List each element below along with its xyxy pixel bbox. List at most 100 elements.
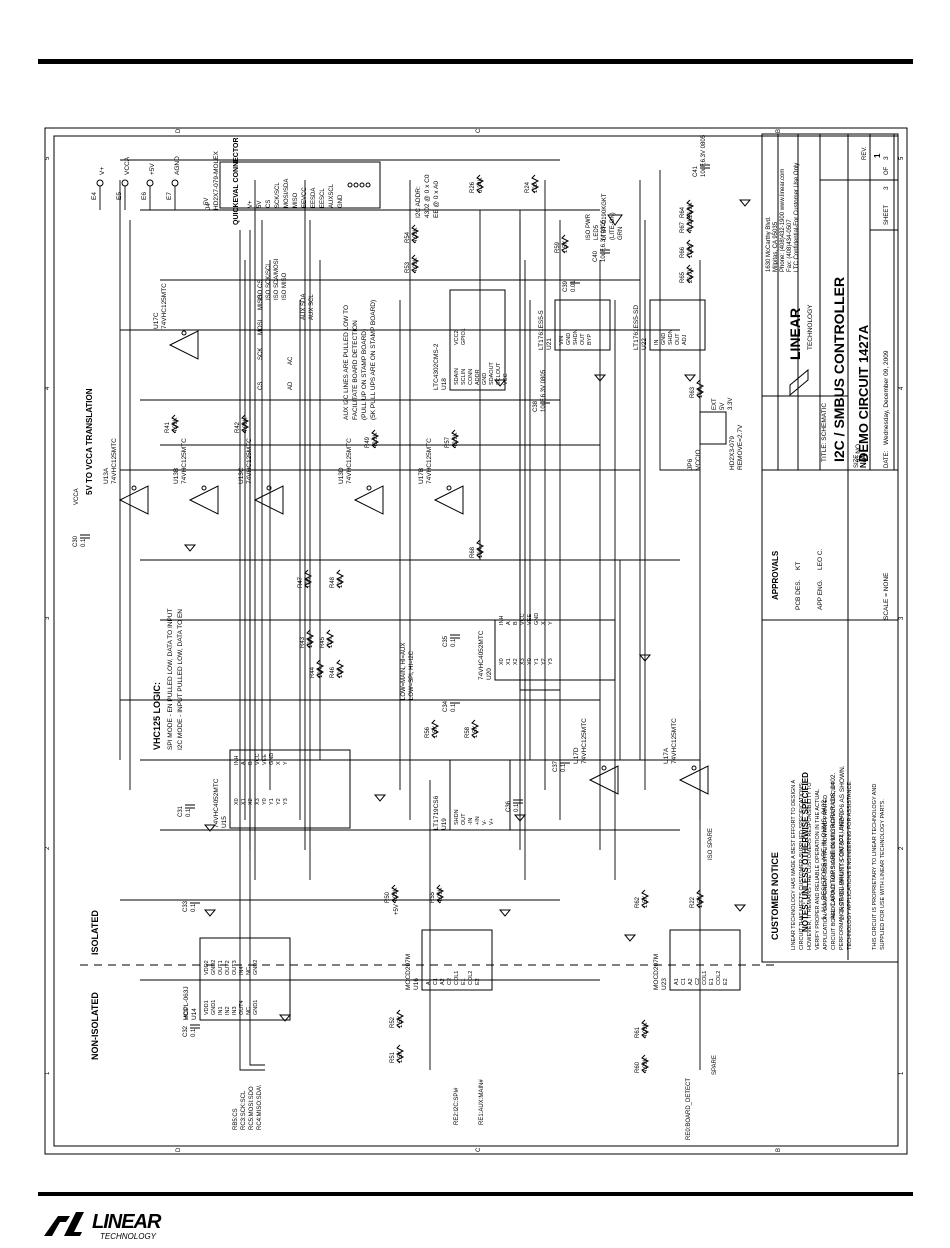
aux-note-line: AUX I2C LINES ARE PULLED LOW TO [343,305,350,420]
size-label: SIZE [854,455,860,468]
chip-pin-label: VCC [520,613,526,625]
net-label: SCK [258,348,264,360]
chip-u18-part: LTC4302CMS-2 [433,343,440,390]
chip-pin-label: SCLIN [461,369,467,385]
resistor-r67 [685,214,695,234]
capacitor-value: 0.1 [186,808,192,817]
chip-pin-label: OUT1 [218,960,224,975]
customer-notice-line: PERFORMANCE OR RELIABILITY. CONTACT LINE… [839,813,845,950]
chip-pin-label: E2 [475,978,481,985]
chip-pin-label: B [513,621,519,625]
capacitor-value: 0.1 [451,703,457,712]
terminal-icon [171,179,179,187]
resistor-r62 [640,889,650,909]
connector-pin: EESDA [311,188,317,208]
resistor-ref: R50 [385,891,391,903]
net-label-left: RC4:MISO:SDA\ [257,1085,263,1130]
net-label: VCC [184,1007,190,1020]
chip-pin-label: -IN [468,818,474,825]
chip-pin-label: C1 [433,978,439,985]
resistor-value: 10K [318,667,324,678]
capacitor-ref: C38 [533,400,539,412]
resistor-r55 [435,884,445,904]
resistor-r51 [395,1044,405,1064]
chip-pin-label: X2 [513,658,519,665]
buffer-u17c-enable [181,330,187,336]
chip-pin-label: SDAOUT [489,361,495,385]
aux-note-line: (PULL UP ON STAMP BOARD) [361,329,368,420]
of-label: OF [884,166,890,175]
chip-u22-ref: U22 [641,338,648,350]
net-label: ISO SCK/SCL [266,262,272,300]
title-label: TITLE: SCHEMATIC [821,403,828,462]
net-label: AD [288,381,294,390]
jumper-net: VCCIO [695,449,702,470]
resistor-r43 [305,629,315,649]
chip-pin-label: VCC2 [454,330,460,345]
i2c-addr-line: I2C ADDR: [415,186,422,218]
buffer-ref: U13C [238,467,245,484]
net-route [249,230,265,1066]
chip-u15-ref: U15 [221,816,228,828]
buffer-u13a [118,485,149,515]
section-vhc-logic: VHC125 LOGIC: [152,682,162,750]
chip-pin-label: A2 [440,978,446,985]
resistor-value: 1.5K [433,726,439,738]
chip-pin-label: Y1 [534,658,540,665]
parts [80,133,899,1074]
resistor-r22 [695,889,705,909]
led-label: ISO PWR [586,213,592,240]
capacitor-value: 10uF,6.3V 0805 [541,369,547,412]
chip-pin-label: IN3 [232,1006,238,1015]
buffer-u17b [433,485,464,515]
chip-pin-label: Y3 [548,658,554,665]
section-isolated: ISOLATED [90,910,100,955]
terminal-net: V+ [99,167,106,175]
capacitor-ref: C30 [73,535,79,547]
capacitor-ref: C37 [553,760,559,772]
chip-pin-label: VCC [503,373,509,385]
customer-notice-line: CIRCUIT THAT MEETS CUSTOMER-SUPPLIED SPE… [799,781,805,950]
led-icon [607,214,623,226]
resistor-value: 10K [328,637,334,648]
capacitor-ref: C33 [183,900,189,912]
ground-icon [593,374,607,382]
capacitor-ref: C40 [593,250,599,262]
resistor-ref: R46 [330,666,336,678]
notes-heading: NOTES: UNLESS OTHERWISE SPECIFIED [801,772,810,932]
resistor-value: 49.9K [373,432,379,448]
chip-pin-label: X [276,761,282,765]
buffer-u13c-enable [266,485,272,491]
scale-label: SCALE = NONE [883,572,890,620]
top-rule [38,59,913,64]
chip-pin-label: OUT2 [225,960,231,975]
chip-pin-label: COL1 [454,971,460,985]
resistor-ref: R45 [320,636,326,648]
chip-pin-label: GND [534,613,540,625]
border-letter: D [176,128,182,133]
chip-pin-label: X [541,621,547,625]
resistor-ref: R65 [680,271,686,283]
resistor-ref: R58 [465,726,471,738]
connector-ref: J4 [205,203,212,210]
linear-logo-icon: LINEAR TECHNOLOGY [44,1211,163,1241]
net-label: AUX SDA [301,294,307,320]
customer-notice-line: HOWEVER, IT REMAINS THE CUSTOMERS RESPON… [807,782,813,950]
resistor-value: 49.9K [453,432,459,448]
resistor-r66 [685,239,695,259]
buffer-u17d-enable [601,765,607,771]
resistor-value: 4.99K [413,227,419,243]
buffer-u17b-enable [446,485,452,491]
connector-pin: V+ [248,200,254,208]
customer-notice-line: TECHNOLOGY APPLICATIONS ENGINEERING FOR … [847,780,853,950]
resistor-r52 [395,1009,405,1029]
capacitor-value: 0.01 [571,280,577,292]
resistor-r63 [695,379,705,399]
resistor-value: 4.99K [243,417,249,433]
chip-u15-part: 74VHC4052MTC [213,778,220,828]
led-label: (LITE-ON) [610,212,616,240]
buffer-u13d-enable [366,485,372,491]
chip-u16-part: MOCD207M [405,954,412,990]
buffer-part: 74VHC125MTC [181,438,188,484]
capacitor-value: 0.1 [561,763,567,772]
